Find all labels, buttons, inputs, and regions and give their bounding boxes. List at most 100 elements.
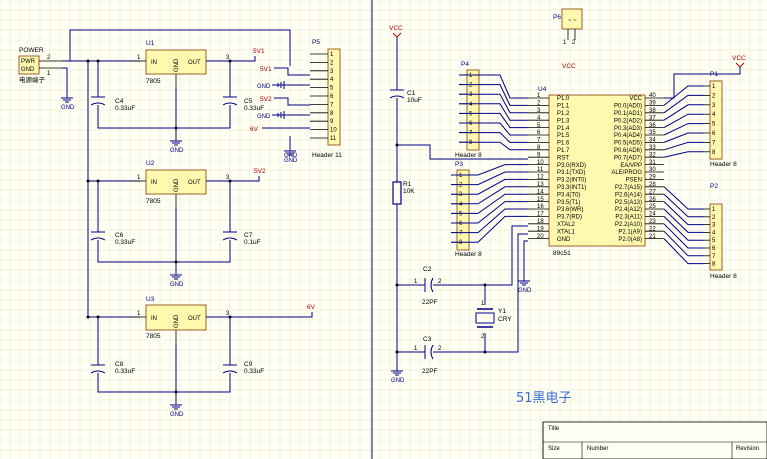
title-block-revision: Revision xyxy=(736,446,759,452)
net-vcc-c1: VCC xyxy=(389,25,403,32)
gnd-pin-name: GND xyxy=(21,67,35,73)
u1-pin-in: 1 xyxy=(137,55,141,61)
u2-part: 7805 xyxy=(146,198,161,205)
p3-pin-1: 1 xyxy=(459,173,463,179)
u4-pin-name-10: P3.0(RXD) xyxy=(557,163,586,169)
c3-ref: C3 xyxy=(423,336,432,343)
u4-pin-name-38: P0.1(AD1) xyxy=(614,111,642,117)
u4-pin-num-13: 13 xyxy=(537,182,544,188)
p5-pin-11: 11 xyxy=(330,136,337,142)
svg-text:GND: GND xyxy=(61,105,75,111)
p5-label-5v2: 5V2 xyxy=(260,96,272,103)
c6-ref: C6 xyxy=(115,232,124,239)
u4-pin-num-14: 14 xyxy=(537,189,544,195)
u4-pin-name-7: P1.6 xyxy=(557,141,570,147)
p5-pin-6: 6 xyxy=(330,94,334,100)
u4-pin-name-23: P2.2(A10) xyxy=(615,222,642,228)
y1-ref: Y1 xyxy=(498,308,506,315)
c2-value: 22PF xyxy=(422,299,438,306)
u3-ref: U3 xyxy=(146,296,155,303)
u4-pin-name-2: P1.1 xyxy=(557,104,570,110)
p1-pin-4: 4 xyxy=(712,112,716,118)
y1-pin2: 2 xyxy=(481,334,485,340)
c1-ref: C1 xyxy=(407,90,416,97)
gnd-symbol-p5: GND xyxy=(284,148,298,164)
u4-pin-num-39: 39 xyxy=(649,101,656,107)
u4-pin-name-28: P2.7(A15) xyxy=(615,185,642,191)
u4-pin-name-39: P0.0(AD0) xyxy=(614,104,642,110)
u4-pin-num-23: 23 xyxy=(649,219,656,225)
svg-text:GND: GND xyxy=(391,378,405,384)
c7-value: 0.1uF xyxy=(244,239,261,246)
u1-part: 7805 xyxy=(146,78,161,85)
p5-pin-10: 10 xyxy=(330,128,337,134)
u4-pin-num-36: 36 xyxy=(649,123,656,129)
y1-value: CRY xyxy=(498,316,512,323)
capacitor-c9: C9 0.33uF xyxy=(222,361,264,375)
u4-pin-num-37: 37 xyxy=(649,115,656,121)
title-block-number: Number xyxy=(587,446,608,452)
u4-pin-num-33: 33 xyxy=(649,145,656,151)
u4-pin-num-15: 15 xyxy=(537,197,544,203)
u3-pin-in: 1 xyxy=(137,311,141,317)
u3-part: 7805 xyxy=(146,333,161,340)
p5-label-gnd-1: GND xyxy=(257,84,271,90)
c2-ref: C2 xyxy=(423,266,432,273)
p3-pin-2: 2 xyxy=(459,183,463,189)
u4-pin-num-4: 4 xyxy=(537,115,541,121)
p1-name: Header 8 xyxy=(710,161,737,168)
power-connector-label: POWER xyxy=(19,47,44,54)
p1-pin-6: 6 xyxy=(712,131,716,137)
u4-pin-num-2: 2 xyxy=(537,101,541,107)
u4-pin-num-24: 24 xyxy=(649,212,656,218)
p4-name: Header 8 xyxy=(455,152,482,159)
u1-pin-out: 3 xyxy=(226,55,230,61)
p1-pin-3: 3 xyxy=(712,103,716,109)
u4-pin-name-35: P0.4(AD4) xyxy=(614,133,642,139)
p4-pin-5: 5 xyxy=(469,111,473,117)
p3-name: Header 8 xyxy=(455,251,482,258)
u4-pin-num-29: 29 xyxy=(649,175,656,181)
u4-pin-num-38: 38 xyxy=(649,108,656,114)
u1-ref: U1 xyxy=(146,40,155,47)
title-block-title: Title xyxy=(548,426,560,432)
r1-value: 10K xyxy=(403,188,415,195)
resistor-r1: R1 10K xyxy=(392,181,415,205)
svg-text:2: 2 xyxy=(438,346,442,352)
u2-in-label: IN xyxy=(151,180,157,186)
u4-pin-num-32: 32 xyxy=(649,152,656,158)
net-vcc-p1: VCC xyxy=(732,55,746,62)
svg-text:2: 2 xyxy=(438,279,442,285)
u4-ref: U4 xyxy=(538,86,547,93)
u1-gnd-label: GND xyxy=(174,58,180,72)
p3-pin-5: 5 xyxy=(459,211,463,217)
u4-pin-num-6: 6 xyxy=(537,130,541,136)
u2-ref: U2 xyxy=(146,160,155,167)
header-p6: P6 ~ ~ 1 2 VCC xyxy=(553,8,583,70)
u4-pin-name-5: P1.4 xyxy=(557,126,570,132)
net-5v2-u2: 5V2 xyxy=(254,168,266,175)
svg-text:GND: GND xyxy=(170,412,184,418)
svg-text:GND: GND xyxy=(518,288,532,294)
p1-pin-8: 8 xyxy=(712,150,716,156)
u4-pin-name-22: P2.1(A9) xyxy=(618,229,642,235)
u4-pin-num-12: 12 xyxy=(537,175,544,181)
u4-pin-name-8: P1.7 xyxy=(557,148,570,154)
u4-pin-name-21: P2.0(A8) xyxy=(618,237,642,243)
p4-pin-8: 8 xyxy=(469,140,473,146)
regulator-u2: U2 IN OUT GND 7805 1 3 xyxy=(130,160,232,208)
p5-pin-8: 8 xyxy=(330,111,334,117)
u4-pin-num-3: 3 xyxy=(537,108,541,114)
u4-pin-num-35: 35 xyxy=(649,130,656,136)
u4-pin-name-3: P1.2 xyxy=(557,111,570,117)
u4-pin-name-17: P3.7(RD) xyxy=(557,215,582,221)
u4-pin-num-16: 16 xyxy=(537,204,544,210)
p2-pin-8: 8 xyxy=(712,262,716,268)
u4-pin-num-18: 18 xyxy=(537,219,544,225)
u4-pin-name-40: VCC xyxy=(629,96,642,102)
p3-pin-8: 8 xyxy=(459,240,463,246)
u4-pin-name-1: P1.0 xyxy=(557,96,570,102)
u4-pin-name-13: P3.3(INT1) xyxy=(557,185,586,191)
